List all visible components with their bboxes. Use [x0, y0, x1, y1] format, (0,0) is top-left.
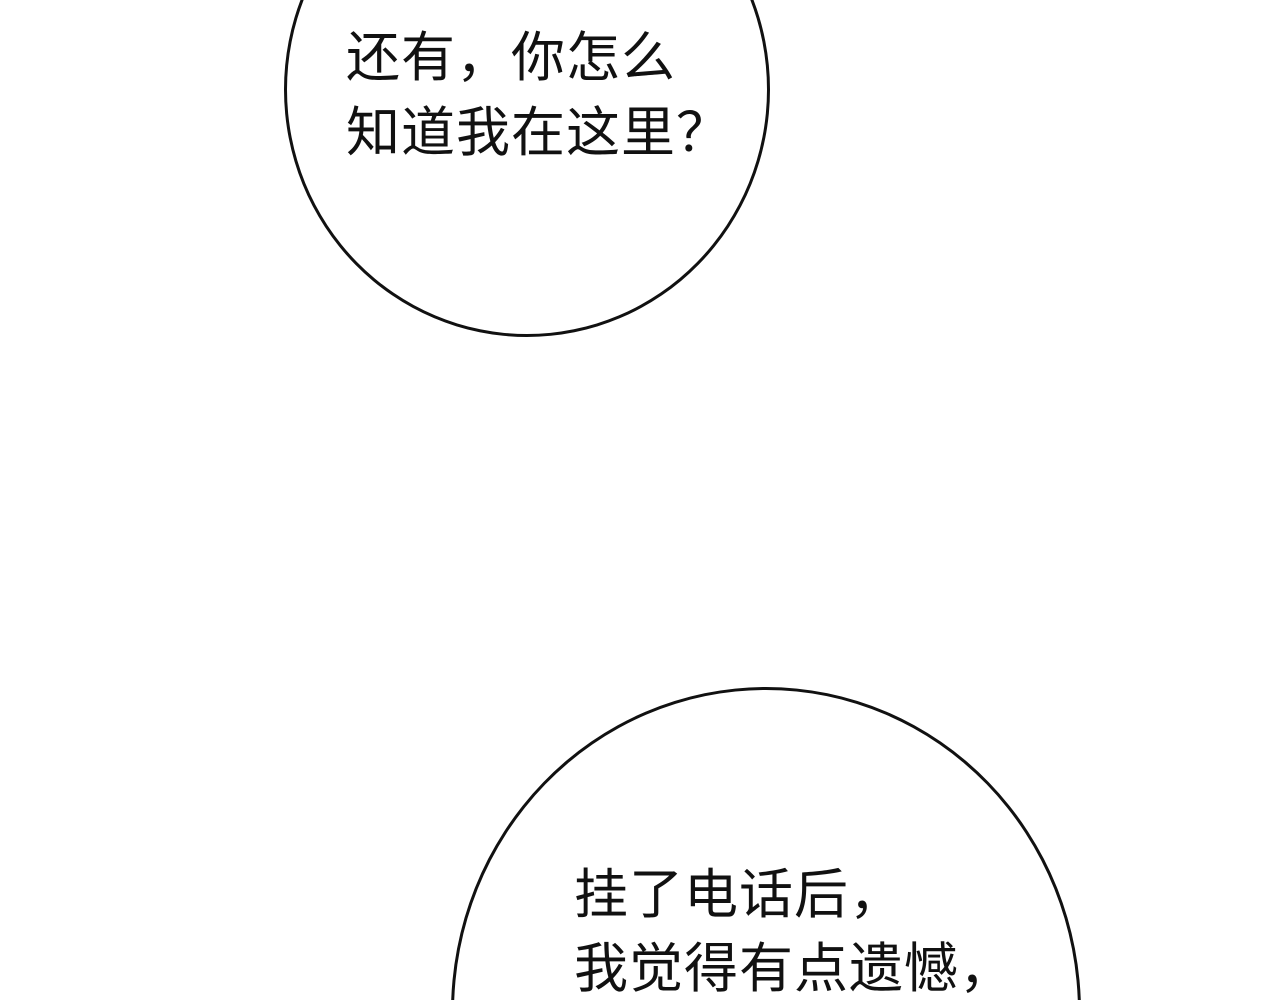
speech-text-bottom: 挂了电话后， 我觉得有点遗憾， [574, 858, 1014, 1000]
speech-line: 知道我在这里？ [346, 101, 731, 164]
speech-line: 挂了电话后， [574, 863, 904, 926]
speech-line: 还有，你怎么 [346, 26, 676, 89]
speech-line: 我觉得有点遗憾， [574, 937, 1014, 1000]
speech-text-top: 还有，你怎么 知道我在这里？ [346, 20, 731, 170]
